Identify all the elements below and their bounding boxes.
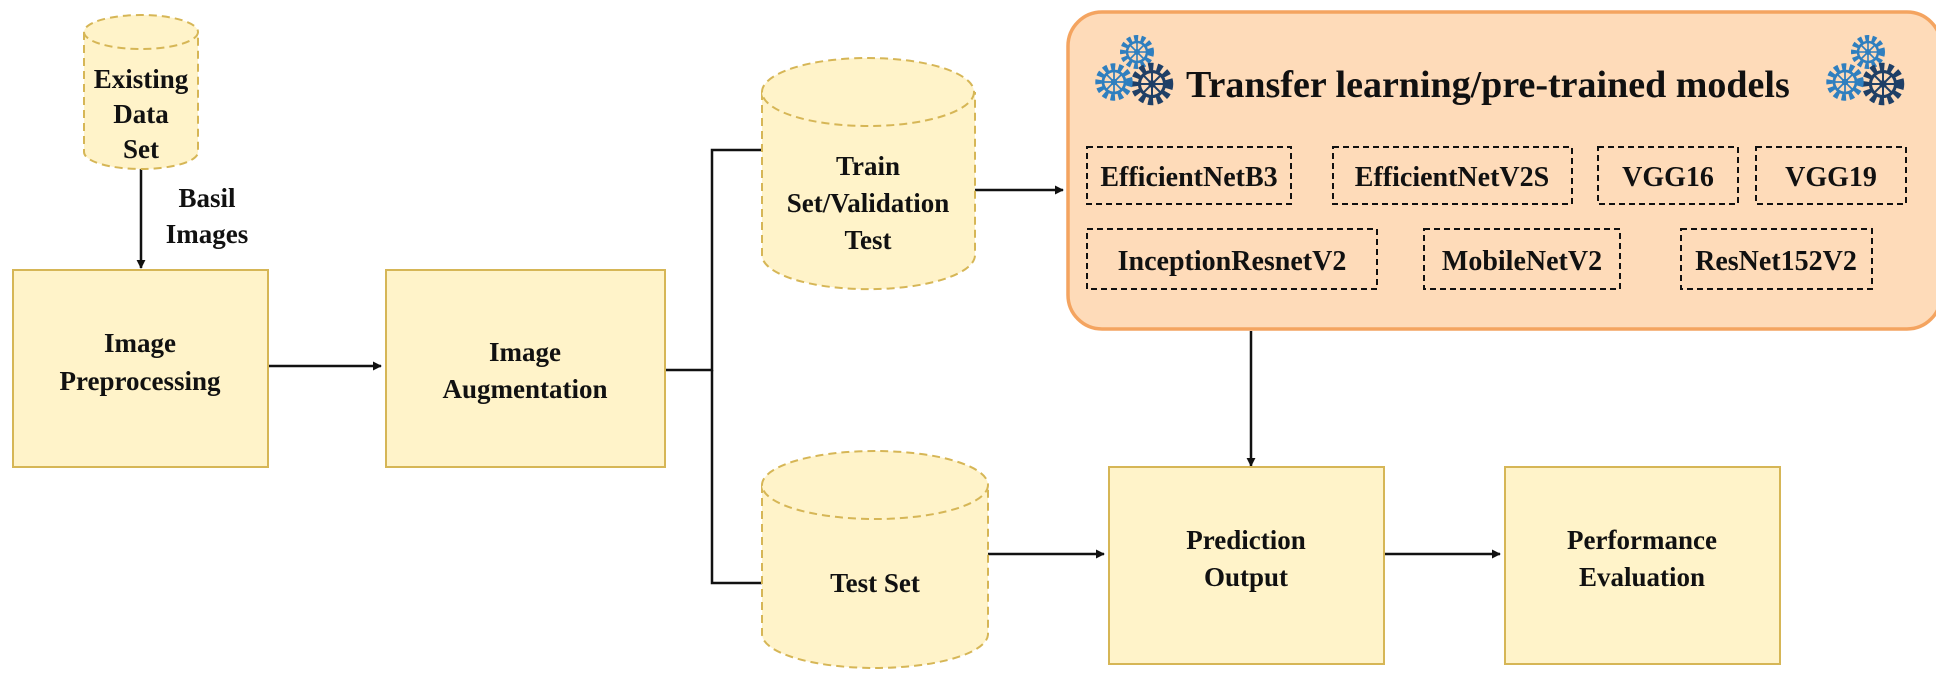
label-line: Image (104, 328, 176, 358)
test-set-cylinder: Test Set (761, 450, 989, 669)
label-line: Image (489, 337, 561, 367)
connectors (136, 148, 1501, 585)
model-label: VGG16 (1622, 162, 1714, 193)
label-line: Evaluation (1579, 562, 1705, 592)
label-line: Data (113, 99, 169, 129)
model-efficientnetb3: EfficientNetB3 (1086, 146, 1292, 205)
label-line: Basil (178, 183, 236, 213)
model-mobilenetv2: MobileNetV2 (1423, 228, 1621, 290)
label-line: Train (836, 151, 900, 181)
transfer-learning-panel: Transfer learning/pre-trained models Eff… (1066, 10, 1936, 331)
model-label: VGG19 (1785, 162, 1877, 193)
model-vgg19: VGG19 (1755, 146, 1907, 205)
label-line: Output (1204, 562, 1288, 592)
model-label: EfficientNetB3 (1100, 162, 1277, 193)
label-line: Images (166, 219, 249, 249)
label-line: Set (123, 134, 159, 164)
label-line: Performance (1567, 525, 1717, 555)
label-line: Preprocessing (60, 366, 221, 396)
model-efficientnetv2s: EfficientNetV2S (1332, 146, 1573, 205)
model-label: InceptionResnetV2 (1118, 246, 1347, 277)
model-label: ResNet152V2 (1695, 246, 1857, 277)
model-inceptionresnetv2: InceptionResnetV2 (1086, 228, 1378, 290)
label-line: Test Set (830, 568, 920, 598)
label-line: Prediction (1186, 525, 1305, 555)
model-label: EfficientNetV2S (1355, 162, 1549, 193)
model-label: MobileNetV2 (1442, 246, 1602, 277)
label-line: Test (844, 225, 891, 255)
label-line: Set/Validation (787, 188, 950, 218)
bracket-augmentation-split-lower (710, 370, 762, 585)
model-resnet152v2: ResNet152V2 (1680, 228, 1873, 290)
label-line: Augmentation (442, 374, 607, 404)
model-vgg16: VGG16 (1597, 146, 1739, 205)
label-line: Existing (94, 64, 189, 94)
panel-title: Transfer learning/pre-trained models (1186, 64, 1790, 106)
test-set-label: Test Set (830, 568, 920, 598)
bracket-augmentation-split (665, 148, 762, 372)
